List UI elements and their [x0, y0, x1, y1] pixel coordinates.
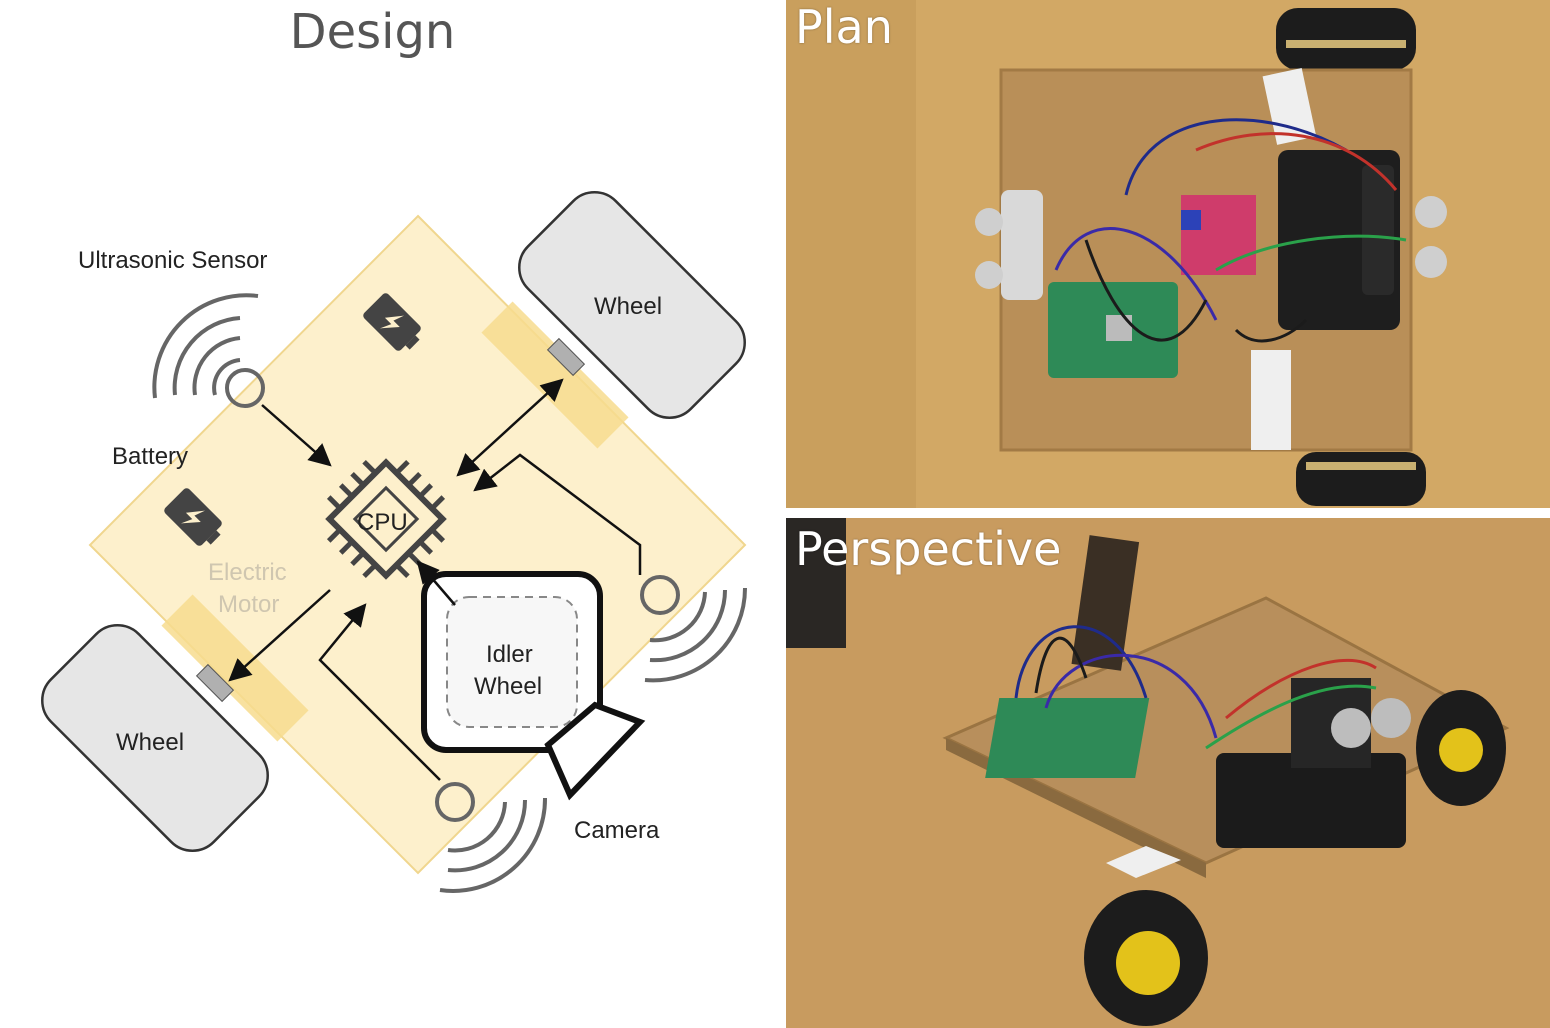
label-battery: Battery: [112, 443, 188, 470]
connection-arrows: [228, 378, 642, 781]
plan-photo: Plan: [786, 0, 1550, 508]
battery-icon-top: [363, 293, 421, 351]
persp-raspberry-pi: [985, 698, 1150, 778]
perspective-photo: Perspective: [786, 518, 1550, 1028]
ultrasonic-sensor-icon-topleft: [152, 293, 265, 408]
idler-wheel: [421, 571, 603, 753]
label-electric-motor-line2: Motor: [218, 591, 279, 618]
arrow-cpu-wheel-top: [456, 378, 564, 477]
axle-top: [546, 337, 586, 377]
arrow-right-sensor-to-cpu: [473, 453, 642, 575]
label-idler-wheel-line2: Wheel: [474, 673, 542, 700]
plan-wheel-bottom: [1296, 452, 1426, 506]
perspective-title: Perspective: [795, 522, 1062, 576]
plan-title: Plan: [795, 0, 893, 54]
design-diagram: Ultrasonic Sensor Battery Wheel Wheel CP…: [41, 191, 748, 893]
arrow-bottom-sensor-to-cpu: [318, 603, 441, 781]
label-wheel-top: Wheel: [594, 293, 662, 320]
arrow-idler-to-cpu: [416, 560, 456, 606]
arrow-cpu-wheel-bottom: [228, 589, 331, 682]
label-camera: Camera: [574, 817, 660, 844]
camera-icon: [544, 701, 646, 801]
label-electric-motor-line1: Electric: [208, 559, 287, 586]
ultrasonic-sensor-icon-bottom: [435, 782, 548, 893]
label-wheel-bottom: Wheel: [116, 729, 184, 756]
arrow-sensor-to-cpu: [261, 404, 332, 467]
battery-icon-bottom: [164, 488, 222, 546]
persp-power-bank: [1216, 753, 1406, 848]
plan-motor-driver: [1181, 195, 1256, 275]
design-title: Design: [289, 4, 456, 60]
axle-bottom: [195, 663, 235, 703]
motor-mount-top: [481, 301, 629, 449]
label-ultrasonic-sensor: Ultrasonic Sensor: [78, 247, 267, 274]
ultrasonic-sensor-icon-right: [640, 575, 748, 683]
plan-wheel-top: [1276, 8, 1416, 70]
wheel-bottom: [41, 624, 269, 852]
wheel-top: [518, 191, 746, 419]
label-idler-wheel-line1: Idler: [486, 641, 533, 668]
label-cpu: CPU: [357, 509, 408, 536]
